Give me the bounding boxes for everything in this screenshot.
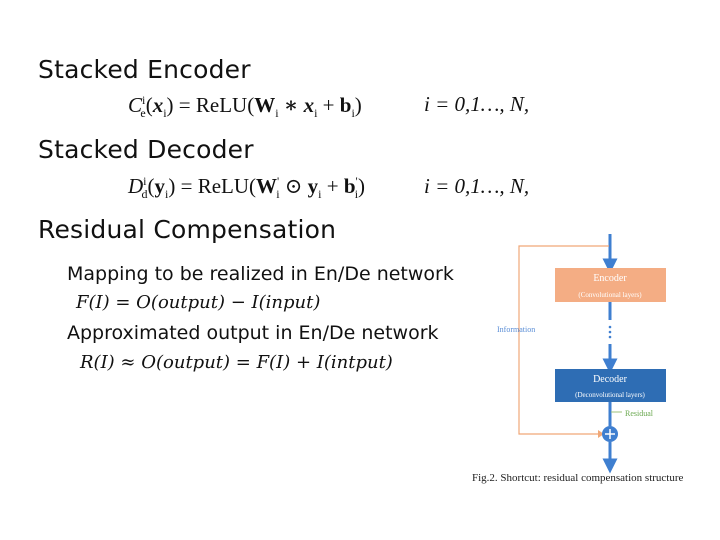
figure-caption: Fig.2. Shortcut: residual compensation s… — [472, 472, 684, 484]
decoder-equation: Did(yi) = ReLU(W'i ⊙ yi + b'i) — [128, 174, 366, 202]
eq-dec-arg-sub: i — [165, 187, 169, 202]
eq-dec-lhs-sup: i — [143, 174, 147, 188]
eq-dec-bias: b — [343, 174, 356, 198]
skip-arrowhead — [598, 430, 604, 438]
eq-enc-arg2-sub: i — [314, 106, 318, 121]
eq-enc-arg2: x — [303, 93, 315, 117]
eq-enc-weight: W — [254, 93, 276, 117]
information-label: Information — [497, 325, 535, 334]
eq-enc-arg: x — [152, 93, 164, 117]
eq-enc-arg-sub: i — [163, 106, 167, 121]
encoder-label: Encoder — [593, 273, 627, 284]
eq-enc-lhs-sub: e — [140, 106, 146, 121]
heading-stacked-decoder: Stacked Decoder — [38, 135, 254, 164]
dot-2 — [608, 330, 612, 334]
encoder-equation: Cie(xi) = ReLU(Wi ∗ xi + bi) — [128, 93, 362, 121]
eq-enc-weight-sub: i — [275, 106, 279, 121]
decoder-range: i = 0,1…, N, — [424, 174, 529, 199]
eq-dec-arg2: y — [307, 174, 319, 198]
heading-stacked-encoder: Stacked Encoder — [38, 55, 251, 84]
eq-enc-lhs-sup: i — [142, 93, 146, 107]
heading-residual-compensation: Residual Compensation — [38, 215, 337, 244]
eq-dec-weight-sup: ' — [277, 174, 280, 188]
eq-enc-bias: b — [339, 93, 352, 117]
skip-connection-line — [518, 245, 609, 435]
decoder-sublabel: (Deconvolutional layers) — [575, 391, 645, 399]
eq-dec-weight-sub: i — [276, 187, 280, 202]
eq-dec-bias-sup: ' — [355, 174, 358, 188]
eq-dec-weight: W — [256, 174, 278, 198]
eq-dec-lhs-sub: d — [141, 187, 148, 202]
eq-enc-bias-sub: i — [351, 106, 355, 121]
approx-formula: R(I) ≈ O(output) = F(I) + I(intput) — [80, 352, 393, 373]
eq-dec-bias-sub: i — [354, 187, 359, 202]
encoder-range: i = 0,1…, N, — [424, 92, 529, 117]
encoder-sublabel: (Convolutional layers) — [578, 291, 642, 299]
decoder-label: Decoder — [593, 374, 628, 385]
encoder-box — [555, 268, 666, 302]
eq-enc-func: ReLU — [195, 93, 248, 117]
eq-dec-arg2-sub: i — [318, 187, 322, 202]
approx-label: Approximated output in En/De network — [67, 322, 439, 344]
mapping-label: Mapping to be realized in En/De network — [67, 263, 454, 285]
eq-dec-range: i = 0,1…, N, — [424, 174, 530, 198]
residual-label: Residual — [625, 409, 654, 418]
eq-dec-func: ReLU — [197, 174, 250, 198]
eq-enc-operator: ∗ — [283, 93, 299, 117]
decoder-box — [555, 369, 666, 402]
mapping-formula: F(I) = O(output) − I(input) — [76, 292, 321, 313]
eq-dec-lhs: D — [128, 174, 144, 198]
dot-1 — [608, 325, 612, 329]
eq-enc-lhs: C — [128, 93, 143, 117]
eq-enc-range: i = 0,1…, N, — [424, 92, 530, 116]
eq-dec-arg: y — [154, 174, 166, 198]
dot-3 — [608, 335, 612, 339]
eq-dec-operator: ⊙ — [284, 174, 303, 198]
